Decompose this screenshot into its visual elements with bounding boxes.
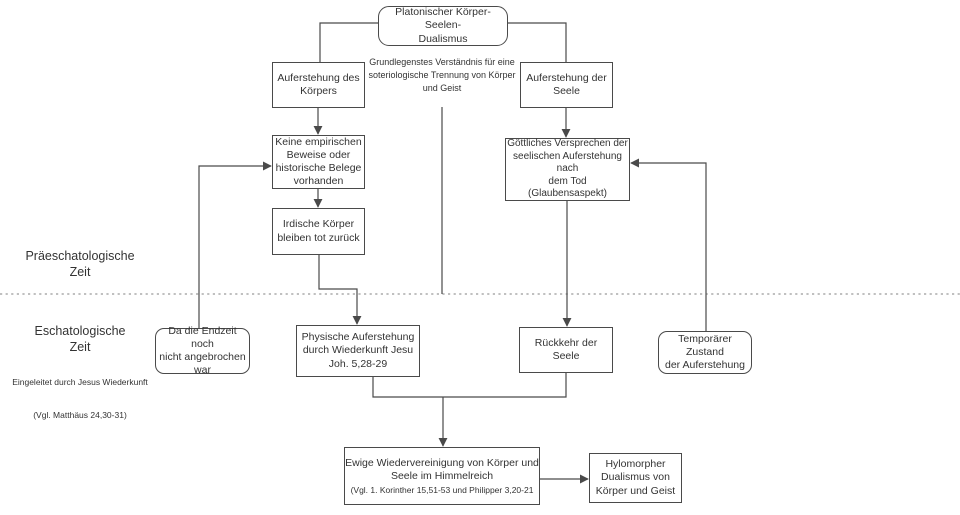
node-auferstehung-koerpers: Auferstehung des Körpers bbox=[272, 62, 365, 108]
node-keine-beweise-label: Keine empirischen Beweise oder historisc… bbox=[275, 135, 362, 188]
connector-irdische-physische bbox=[318, 255, 362, 325]
node-irdische-koerper-label: Irdische Körper bleiben tot zurück bbox=[277, 218, 360, 244]
node-ewige-wiedervereinigung-label: Ewige Wiedervereinigung von Körper und S… bbox=[345, 456, 539, 482]
annotation-praeeschatologische-zeit: Präeschatologische Zeit bbox=[25, 249, 135, 280]
connector-temporaerer-goettliches bbox=[630, 158, 707, 331]
node-rueckkehr-seele-label: Rückkehr der Seele bbox=[534, 336, 598, 362]
node-auferstehung-koerpers-label: Auferstehung des Körpers bbox=[277, 71, 360, 97]
node-irdische-koerper: Irdische Körper bleiben tot zurück bbox=[272, 208, 365, 255]
annotation-eschatologische-zeit-title: Eschatologische Zeit bbox=[34, 323, 126, 355]
annotation-soteriological-note: Grundlegenstes Verständnis für eine sote… bbox=[368, 57, 516, 94]
node-auferstehung-seele-label: Auferstehung der Seele bbox=[526, 71, 607, 97]
node-keine-beweise: Keine empirischen Beweise oder historisc… bbox=[272, 135, 365, 189]
annotation-eschatologische-zeit-sub2: (Vgl. Matthäus 24,30-31) bbox=[33, 410, 127, 421]
annotation-eschatologische-zeit: Eschatologische Zeit Eingeleitet durch J… bbox=[0, 302, 160, 443]
node-physische-auferstehung: Physische Auferstehung durch Wiederkunft… bbox=[296, 325, 420, 377]
node-goettliches-versprechen-label: Göttliches Versprechen der seelischen Au… bbox=[507, 138, 628, 200]
node-platonischer-dualismus-label: Platonischer Körper-Seelen- Dualismus bbox=[395, 6, 491, 45]
node-ewige-wiedervereinigung: Ewige Wiedervereinigung von Körper und S… bbox=[344, 447, 540, 505]
annotation-eschatologische-zeit-sub1: Eingeleitet durch Jesus Wiederkunft bbox=[12, 377, 148, 388]
node-temporaerer-zustand: Temporärer Zustand der Auferstehung bbox=[658, 331, 752, 374]
node-ewige-wiedervereinigung-reference: (Vgl. 1. Korinther 15,51-53 und Philippe… bbox=[350, 484, 534, 495]
node-temporaerer-zustand-label: Temporärer Zustand der Auferstehung bbox=[665, 332, 745, 372]
node-auferstehung-seele: Auferstehung der Seele bbox=[520, 62, 613, 108]
node-da-endzeit-label: Da die Endzeit noch nicht angebrochen wa… bbox=[159, 324, 246, 377]
node-physische-auferstehung-label: Physische Auferstehung durch Wiederkunft… bbox=[301, 331, 415, 370]
node-goettliches-versprechen: Göttliches Versprechen der seelischen Au… bbox=[505, 138, 630, 201]
connector-endzeit-keinebeweise bbox=[198, 161, 272, 328]
node-hylomorpher-dualismus-label: Hylomorpher Dualismus von Körper und Gei… bbox=[595, 458, 676, 497]
node-hylomorpher-dualismus: Hylomorpher Dualismus von Körper und Gei… bbox=[589, 453, 682, 503]
node-da-endzeit: Da die Endzeit noch nicht angebrochen wa… bbox=[155, 325, 250, 376]
node-rueckkehr-seele: Rückkehr der Seele bbox=[519, 327, 613, 373]
node-platonischer-dualismus: Platonischer Körper-Seelen- Dualismus bbox=[378, 6, 508, 46]
